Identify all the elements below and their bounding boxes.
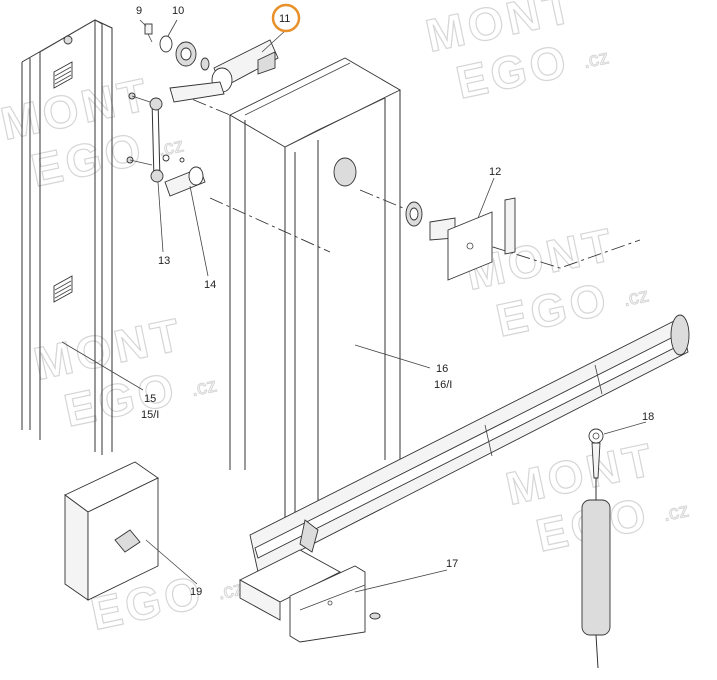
part-label-15[interactable]: 15 (144, 393, 156, 405)
door-panel (21, 19, 113, 455)
watermark-group: MONT EGO .cz MONT EGO .cz MONT EGO .cz M… (0, 0, 691, 640)
part-labels: 9 10 11 12 13 14 15 15/I 16 16/I 17 18 1… (136, 5, 654, 598)
spring-coil (581, 499, 611, 636)
vent-louver (53, 275, 73, 303)
part-label-14[interactable]: 14 (204, 279, 216, 291)
balance-spring (581, 428, 611, 669)
watermark-text: .cz (156, 134, 186, 161)
barrier-boom (249, 314, 690, 573)
part-label-16[interactable]: 16 (436, 363, 448, 375)
spring-lever (164, 81, 225, 197)
boom-flange (405, 197, 516, 281)
barrier-cabinet (229, 57, 401, 520)
part-label-16-alt[interactable]: 16/I (434, 379, 452, 391)
part-label-9[interactable]: 9 (136, 5, 142, 17)
screw (144, 23, 153, 43)
lock-icon (63, 35, 73, 45)
part-label-10[interactable]: 10 (172, 5, 184, 17)
circlip (159, 35, 173, 53)
watermark-text: .cz (621, 284, 651, 311)
part-label-12[interactable]: 12 (489, 166, 501, 178)
watermark-text: .cz (581, 46, 611, 73)
watermark-text: .cz (189, 374, 219, 401)
part-label-11[interactable]: 11 (279, 13, 290, 25)
warning-diamond-icon (114, 529, 141, 553)
part-label-13[interactable]: 13 (158, 255, 170, 267)
part-label-17[interactable]: 17 (446, 558, 458, 570)
shaft-hole (333, 157, 357, 187)
control-box (64, 461, 159, 601)
part-label-18[interactable]: 18 (642, 411, 654, 423)
lever-arm (211, 39, 279, 93)
washer (369, 612, 381, 620)
callout-leaders (61, 19, 647, 593)
boom-support (239, 549, 381, 643)
watermark-text: .cz (661, 499, 691, 526)
part-label-19[interactable]: 19 (190, 586, 202, 598)
vent-louver (53, 61, 73, 89)
highlight-ring (271, 3, 301, 33)
connecting-rod (126, 92, 185, 183)
part-label-15-alt[interactable]: 15/I (141, 409, 159, 421)
